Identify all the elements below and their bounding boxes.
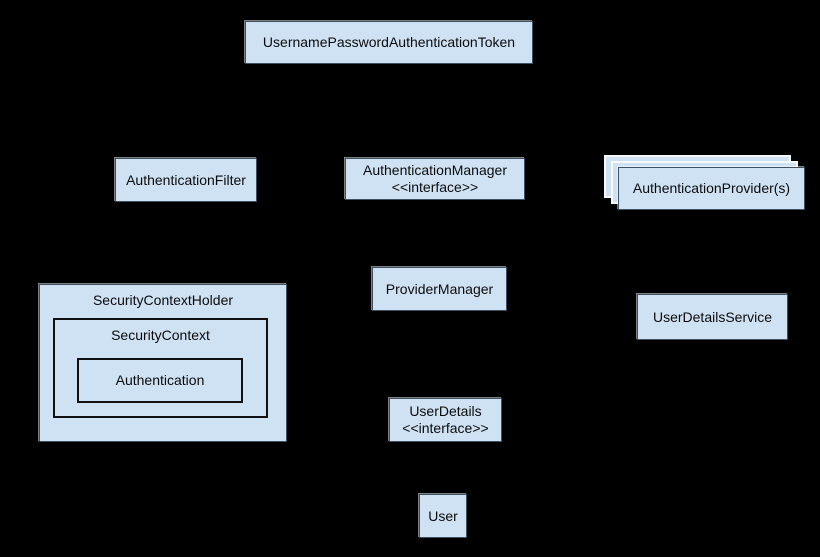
node-label: AuthenticationFilter xyxy=(126,171,246,188)
node-label: UserDetails xyxy=(409,403,482,419)
node-stereotype: <<interface>> xyxy=(402,420,489,436)
node-label: SecurityContext xyxy=(111,327,210,343)
node-authentication: Authentication xyxy=(77,358,243,403)
node-label: Authentication xyxy=(115,372,205,388)
node-authentication-filter: AuthenticationFilter xyxy=(115,158,257,202)
node-stereotype: <<interface>> xyxy=(391,179,479,195)
node-label: User xyxy=(428,507,458,524)
node-provider-manager: ProviderManager xyxy=(372,267,507,311)
node-security-context-holder: SecurityContextHolder SecurityContext Au… xyxy=(39,284,287,442)
node-security-context: SecurityContext Authentication xyxy=(53,318,268,418)
node-username-password-authentication-token: UsernamePasswordAuthenticationToken xyxy=(245,21,533,64)
node-label: AuthenticationManager xyxy=(363,162,507,178)
node-label: ProviderManager xyxy=(385,280,494,297)
node-label: SecurityContextHolder xyxy=(92,292,234,308)
node-label: AuthenticationProvider(s) xyxy=(632,180,791,196)
node-user-details-service: UserDetailsService xyxy=(637,294,788,340)
node-authentication-manager: AuthenticationManager <<interface>> xyxy=(345,158,525,200)
node-user: User xyxy=(419,494,467,538)
node-label: UserDetailsService xyxy=(652,308,773,325)
node-label: UsernamePasswordAuthenticationToken xyxy=(262,34,516,50)
node-authentication-providers: AuthenticationProvider(s) xyxy=(618,167,805,210)
node-user-details: UserDetails <<interface>> xyxy=(389,398,502,442)
node-authentication-providers-stack: AuthenticationProvider(s) xyxy=(604,155,806,211)
